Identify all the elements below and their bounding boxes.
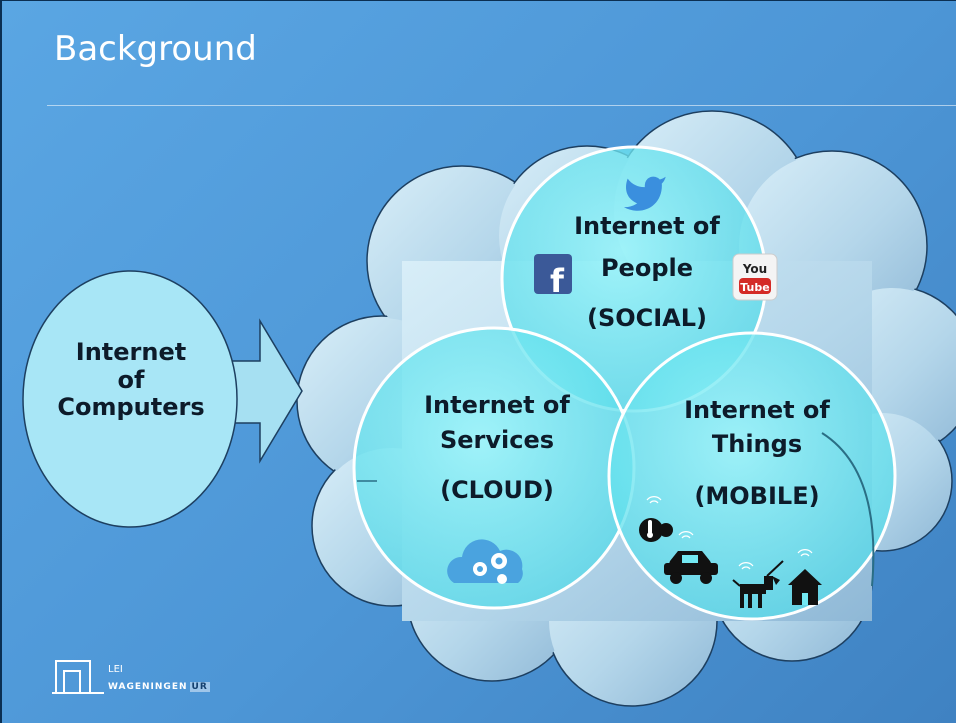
services-label-line1: Internet of xyxy=(424,391,570,419)
slide-title: Background xyxy=(54,29,257,69)
svg-text:Tube: Tube xyxy=(740,281,769,294)
dog-icon xyxy=(732,560,784,608)
svg-text:You: You xyxy=(742,262,767,276)
things-label-line3: (MOBILE) xyxy=(694,482,820,510)
computers-label-line1: Internet xyxy=(75,338,187,366)
facebook-icon: f xyxy=(534,254,572,300)
twitter-icon xyxy=(623,176,666,211)
cloud-gears-icon xyxy=(447,539,523,584)
logo-wageningen: WAGENINGEN xyxy=(108,682,188,692)
computers-label-line2: of xyxy=(117,365,145,394)
house-icon xyxy=(788,569,822,605)
people-label-line3: (SOCIAL) xyxy=(586,304,708,332)
wageningen-logo-icon xyxy=(52,660,104,694)
computers-label: Internet of Computers xyxy=(36,338,226,422)
title-divider xyxy=(47,105,956,106)
logo-text-lei: LEI xyxy=(108,664,123,675)
wifi-icons xyxy=(646,496,813,570)
car-icon xyxy=(664,551,718,584)
things-circle xyxy=(607,331,897,621)
people-label-line1: Internet of xyxy=(574,212,720,240)
logo-ur-badge: UR xyxy=(189,682,210,692)
youtube-icon: You Tube xyxy=(732,253,778,301)
things-label-line2: Things xyxy=(711,430,803,458)
arrow-shape xyxy=(226,318,303,464)
services-label-line2: Services xyxy=(439,426,555,454)
computers-ellipse xyxy=(22,270,238,528)
computers-label-line3: Computers xyxy=(57,393,205,422)
thermostat-icon xyxy=(639,518,673,542)
things-label-line1: Internet of xyxy=(684,396,830,424)
people-label-line2: People xyxy=(600,254,694,282)
services-label-line3: (CLOUD) xyxy=(440,476,554,504)
svg-text:f: f xyxy=(550,262,565,300)
